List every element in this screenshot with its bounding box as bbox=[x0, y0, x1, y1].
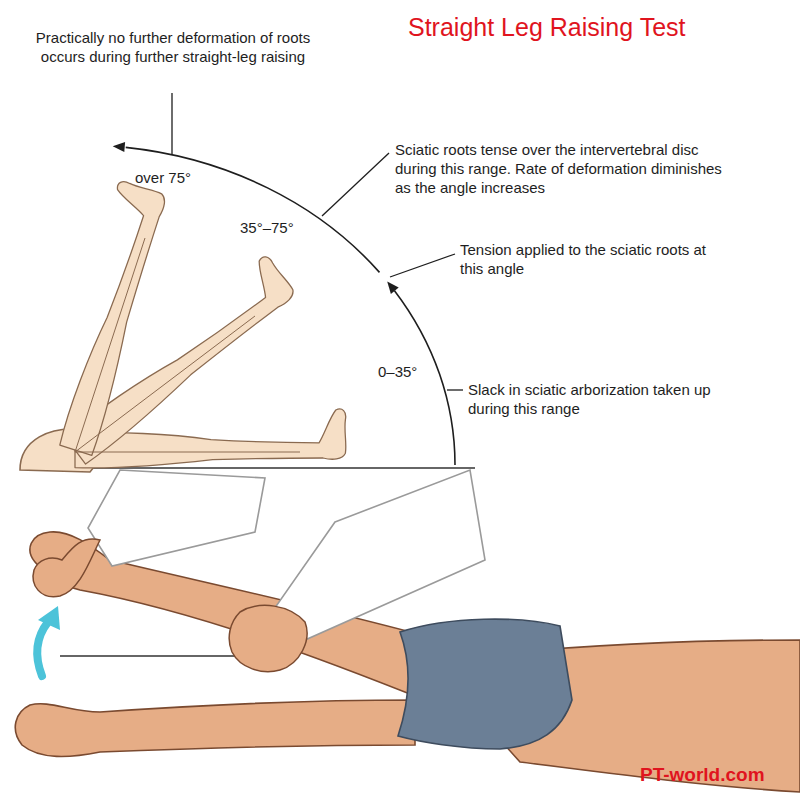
diagram-title: Straight Leg Raising Test bbox=[408, 12, 685, 42]
lying-leg bbox=[15, 700, 415, 756]
leg-axis bbox=[75, 238, 145, 452]
shorts bbox=[398, 619, 572, 749]
leader-line bbox=[447, 389, 463, 390]
reference-line bbox=[60, 655, 260, 657]
examiner-hand bbox=[229, 605, 307, 671]
angle-arc bbox=[126, 147, 380, 272]
angle-label: 35°–75° bbox=[240, 218, 294, 237]
annotation-note: Practically no further deformation of ro… bbox=[32, 28, 314, 66]
arrowhead bbox=[38, 606, 60, 630]
leader-line bbox=[322, 153, 389, 216]
leader-line bbox=[171, 93, 172, 154]
leader-line bbox=[390, 254, 455, 277]
leg-raised-75 bbox=[36, 180, 176, 456]
angle-label: 0–35° bbox=[378, 362, 417, 381]
arrowhead bbox=[387, 282, 399, 295]
arrowhead bbox=[113, 142, 125, 152]
examiner-hand bbox=[33, 539, 100, 597]
leg-axis bbox=[75, 452, 300, 453]
annotation-note: Sciatic roots tense over the interverteb… bbox=[395, 140, 740, 197]
examiner-sleeve bbox=[88, 470, 265, 566]
annotation-note: Tension applied to the sciatic roots at … bbox=[460, 240, 710, 278]
motion-arrow bbox=[37, 622, 48, 676]
annotation-note: Slack in sciatic arborization taken up d… bbox=[468, 380, 738, 418]
watermark: PT-world.com bbox=[640, 764, 765, 786]
leg-axis bbox=[75, 316, 255, 452]
examiner-sleeve bbox=[272, 470, 485, 640]
leg-shape bbox=[36, 180, 176, 456]
angle-label: over 75° bbox=[135, 168, 191, 187]
